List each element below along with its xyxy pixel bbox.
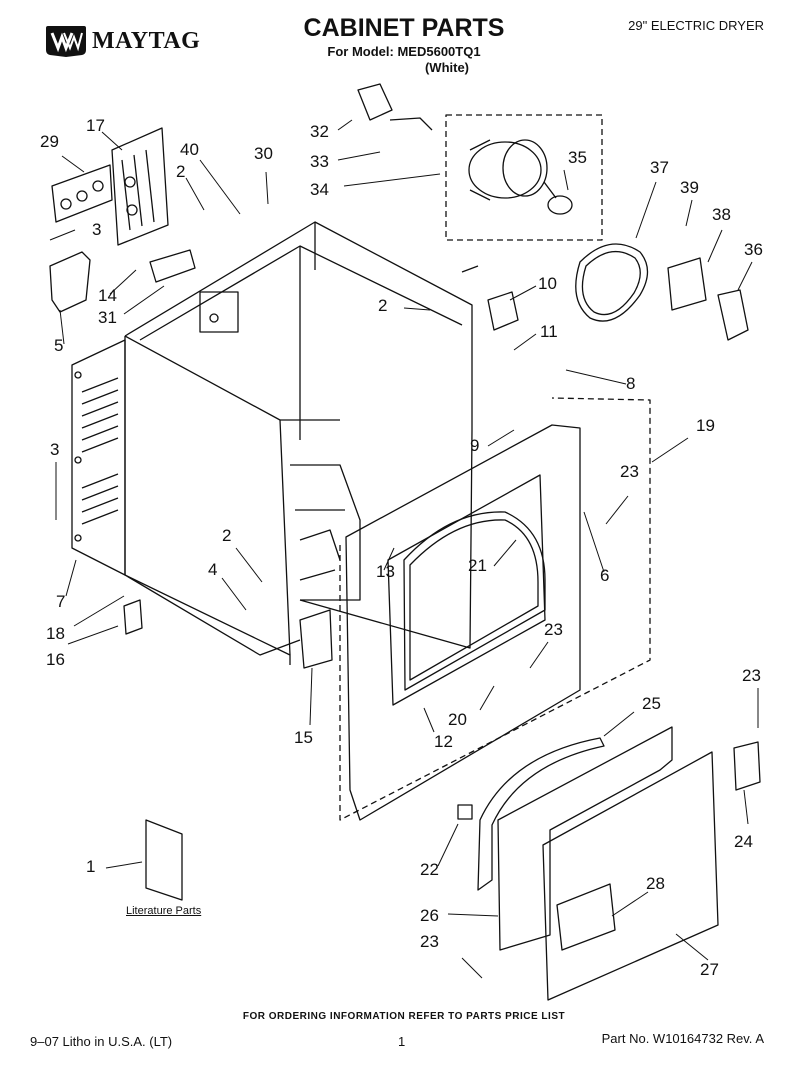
callout-33: 33 (310, 152, 329, 171)
callout-23-d: 23 (420, 932, 439, 951)
callout-24: 24 (734, 832, 753, 851)
callout-1: 1 (86, 857, 96, 876)
callout-25: 25 (642, 694, 661, 713)
callout-23-c: 23 (742, 666, 761, 685)
callout-17: 17 (86, 116, 105, 135)
bracket-5 (49, 251, 91, 313)
callout-3-a: 3 (92, 220, 102, 239)
product-type: 29" ELECTRIC DRYER (628, 18, 764, 33)
leader-lines (49, 119, 759, 979)
page-title: CABINET PARTS (303, 14, 505, 42)
callout-11: 11 (540, 322, 558, 341)
callout-37: 37 (650, 158, 669, 177)
callout-27: 27 (700, 960, 719, 979)
callout-23-a: 23 (620, 462, 639, 481)
callout-34: 34 (310, 180, 329, 199)
color-line: (White) (424, 60, 470, 75)
drive-belt (575, 243, 649, 322)
callout-28: 28 (646, 874, 665, 893)
callout-32: 32 (310, 122, 329, 141)
callout-23-b: 23 (544, 620, 563, 639)
brand-name: MAYTAG (92, 28, 201, 54)
door-handle (556, 883, 616, 951)
callout-19: 19 (696, 416, 715, 435)
callout-35: 35 (568, 148, 587, 167)
callout-13: 13 (376, 562, 395, 581)
left-side-panel (71, 339, 126, 576)
door-outer-panel (542, 751, 719, 1001)
callout-20: 20 (448, 710, 467, 729)
callout-21: 21 (468, 556, 487, 575)
callout-40: 40 (180, 140, 199, 159)
idler-pulley (717, 289, 749, 341)
callout-29: 29 (40, 132, 59, 151)
callout-3-b: 3 (50, 440, 60, 459)
callout-30: 30 (254, 144, 273, 163)
literature-parts-label: Literature Parts (126, 905, 202, 917)
callout-26: 26 (420, 906, 439, 925)
door-liner (477, 737, 605, 891)
callout-2-b: 2 (378, 296, 388, 315)
cabinet-body (124, 221, 473, 665)
callout-22: 22 (420, 860, 439, 879)
callout-15: 15 (294, 728, 313, 747)
callout-5: 5 (54, 336, 64, 355)
callout-7: 7 (56, 592, 66, 611)
door-inner-frame (497, 726, 673, 951)
motor-bracket (357, 83, 433, 131)
door-switch (461, 265, 519, 331)
motor (468, 139, 573, 215)
callout-9: 9 (470, 436, 480, 455)
callout-31: 31 (98, 308, 117, 327)
terminal-block-assembly (51, 127, 196, 283)
callout-16: 16 (46, 650, 65, 669)
callout-18: 18 (46, 624, 65, 643)
callout-2-c: 2 (222, 526, 232, 545)
motor-group-box (445, 114, 603, 241)
door-hinge (733, 741, 761, 791)
callout-10: 10 (538, 274, 557, 293)
callout-39: 39 (680, 178, 699, 197)
callout-38: 38 (712, 205, 731, 224)
callout-2-a: 2 (176, 162, 186, 181)
callout-4: 4 (208, 560, 218, 579)
door-catch (457, 804, 473, 820)
callout-14: 14 (98, 286, 117, 305)
front-panel (345, 424, 581, 821)
maytag-logo-icon (46, 26, 86, 57)
callout-6: 6 (600, 566, 610, 585)
callout-12: 12 (434, 732, 453, 751)
callout-8: 8 (626, 374, 636, 393)
literature-booklet (145, 819, 183, 901)
bracket-15 (299, 609, 333, 669)
callout-36: 36 (744, 240, 763, 259)
part-number: Part No. W10164732 Rev. A (601, 1031, 764, 1046)
model-line: For Model: MED5600TQ1 (327, 44, 481, 59)
maytag-logo: MAYTAG (44, 24, 209, 58)
page-number: 1 (398, 1034, 406, 1049)
litho-note: 9–07 Litho in U.S.A. (LT) (30, 1034, 173, 1049)
front-panel-group-box (339, 397, 651, 821)
idler-bracket (667, 257, 707, 311)
leveling-leg (123, 599, 143, 635)
ordering-note: FOR ORDERING INFORMATION REFER TO PARTS … (242, 1011, 566, 1022)
